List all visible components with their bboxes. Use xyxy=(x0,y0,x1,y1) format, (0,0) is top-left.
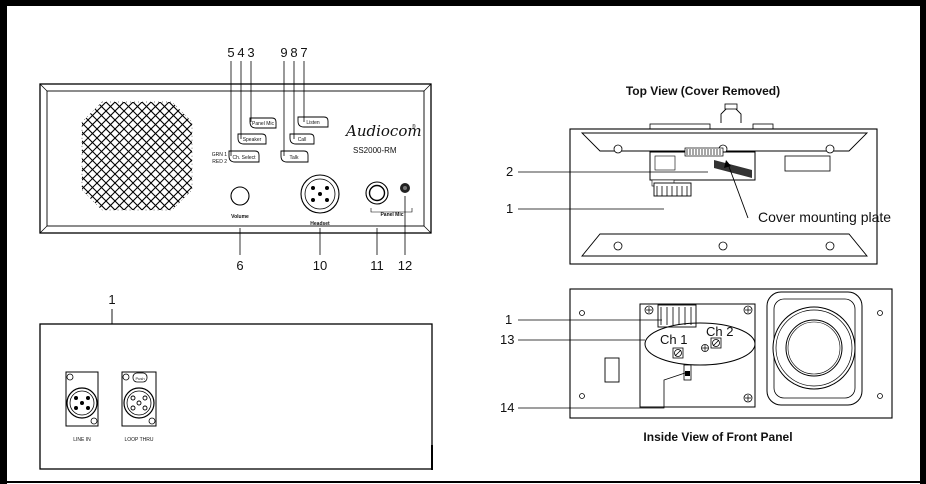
talk-button-label: Talk xyxy=(290,155,299,161)
terminal-block xyxy=(653,182,692,197)
callout-6: 6 xyxy=(236,258,243,273)
ch2-trimmer[interactable] xyxy=(710,337,722,349)
line-in-connector[interactable] xyxy=(65,371,99,427)
button-speaker[interactable]: Speaker xyxy=(237,133,267,145)
speaker xyxy=(766,291,863,406)
front-panel: Panel Mic Speaker Ch. Select GRN 1 RED 2… xyxy=(39,45,432,273)
control-board: Ch 1 Ch 2 xyxy=(639,303,756,408)
callout-11: 11 xyxy=(370,258,384,273)
speaker-grille xyxy=(81,101,193,211)
volume-label: Volume xyxy=(231,214,249,220)
slide-switch[interactable] xyxy=(683,364,692,381)
panel-mic-jack[interactable] xyxy=(365,181,389,205)
callout-12: 12 xyxy=(398,258,412,273)
callout-3: 3 xyxy=(247,45,254,60)
top-callout-leaders xyxy=(230,61,305,156)
callout-7: 7 xyxy=(300,45,307,60)
headset-connector[interactable] xyxy=(300,174,340,214)
top-view: Top View (Cover Removed) 2 xyxy=(506,84,891,265)
callout-8: 8 xyxy=(290,45,297,60)
top-callout-2: 2 xyxy=(506,164,513,179)
led-label-green: GRN 1 xyxy=(212,152,228,158)
ch1-label: Ch 1 xyxy=(660,332,687,347)
loop-thru-connector[interactable] xyxy=(121,371,157,427)
speaker-button-label: Speaker xyxy=(243,137,262,143)
panel-mic-button-label: Panel Mic xyxy=(252,121,274,127)
inside-callout-14: 14 xyxy=(500,400,514,415)
cover-mounting-plate-annotation: Cover mounting plate xyxy=(758,209,891,225)
bottom-callout-leaders xyxy=(239,196,406,255)
registered-mark: ® xyxy=(412,123,416,130)
callout-5: 5 xyxy=(227,45,234,60)
inside-callout-13: 13 xyxy=(500,332,514,347)
button-listen[interactable]: Listen xyxy=(297,116,329,128)
headset-label: Headset xyxy=(310,221,330,227)
button-panel-mic[interactable]: Panel Mic xyxy=(249,117,277,129)
callout-4: 4 xyxy=(237,45,244,60)
circuit-board xyxy=(649,147,756,187)
inside-callout-1: 1 xyxy=(505,312,512,327)
panel-mic-label: Panel Mic xyxy=(380,212,403,218)
brand-logo: Audiocom xyxy=(344,122,422,140)
ch2-label: Ch 2 xyxy=(706,324,733,339)
button-call[interactable]: Call xyxy=(289,133,315,145)
top-callout-1: 1 xyxy=(506,201,513,216)
button-talk[interactable]: Talk xyxy=(280,150,309,163)
volume-knob[interactable] xyxy=(230,186,250,206)
ch1-trimmer[interactable] xyxy=(672,347,684,359)
button-ch-select[interactable]: Ch. Select xyxy=(228,150,260,163)
rear-panel: 1 LINE IN xyxy=(39,292,433,470)
model-name: SS2000-RM xyxy=(353,146,397,155)
line-in-label: LINE IN xyxy=(73,437,91,443)
led-label-red: RED 2 xyxy=(212,159,227,165)
callout-9: 9 xyxy=(280,45,287,60)
panel-mic-indicator xyxy=(400,183,410,193)
push-tab-label: Push xyxy=(135,376,144,381)
listen-button-label: Listen xyxy=(306,120,320,126)
top-view-title: Top View (Cover Removed) xyxy=(626,84,780,98)
rear-callout-1: 1 xyxy=(108,292,115,307)
loop-thru-label: LOOP THRU xyxy=(125,437,154,443)
inside-view: Ch 1 Ch 2 1 xyxy=(500,288,893,444)
call-button-label: Call xyxy=(298,137,307,143)
callout-10: 10 xyxy=(313,258,327,273)
ch-select-button-label: Ch. Select xyxy=(232,155,256,161)
inside-view-title: Inside View of Front Panel xyxy=(643,430,792,444)
